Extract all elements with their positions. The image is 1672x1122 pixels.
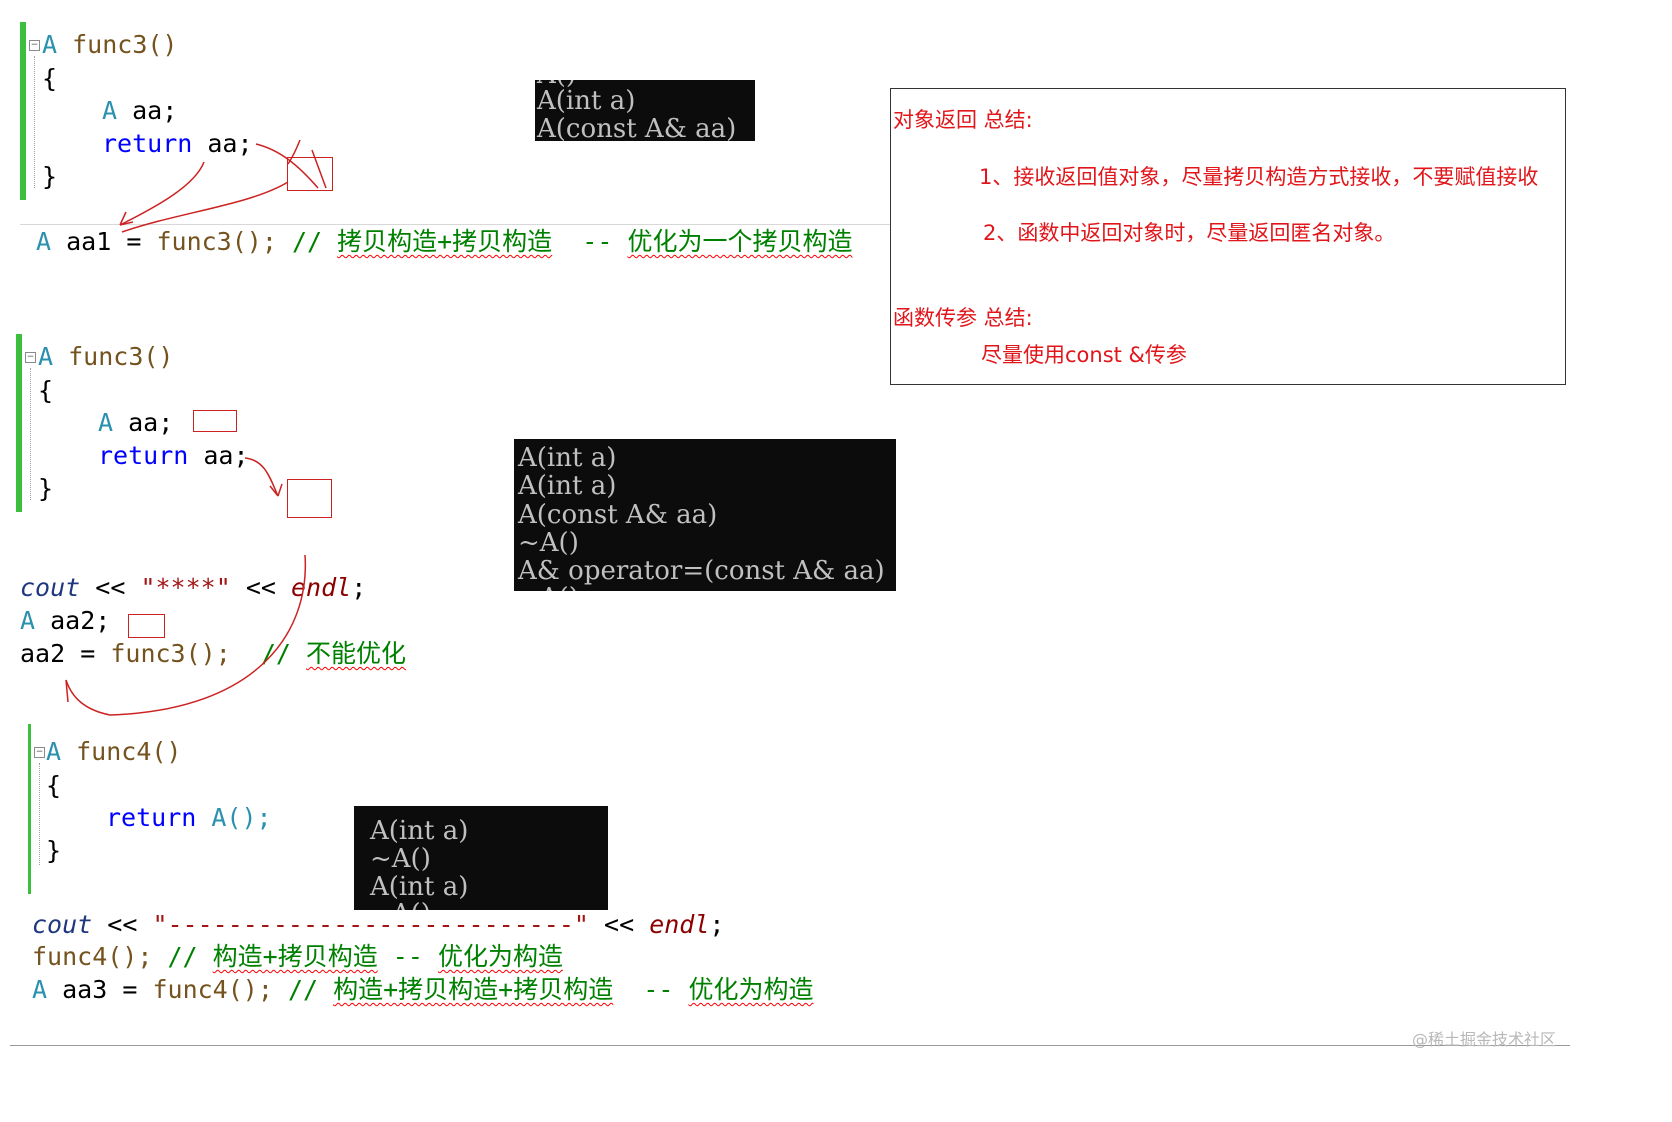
fold-toggle-icon[interactable]: −: [34, 747, 45, 758]
open-brace: {: [42, 64, 58, 93]
return-statement: return aa;: [102, 129, 253, 158]
console-output-3: A(int a) ~A() A(int a) ~A(): [354, 806, 608, 910]
console-line: A(int a): [537, 86, 636, 116]
console-line: A(int a): [370, 872, 469, 902]
close-brace: }: [46, 836, 62, 865]
return-statement: return aa;: [98, 441, 249, 470]
heading-param-summary: 函数传参 总结:: [893, 306, 1033, 330]
console-line: ~A(): [370, 844, 431, 874]
indent-guide: [30, 368, 31, 500]
console-line: ~A(): [518, 583, 579, 591]
arrow-stroke: [269, 483, 283, 497]
console-line: A(const A& aa): [537, 114, 737, 141]
console-line: A(): [537, 80, 576, 90]
local-object-box: [193, 410, 237, 432]
func3-signature: A func3(): [42, 30, 178, 59]
console-output-2: A(int a) A(int a) A(const A& aa) ~A() A&…: [514, 439, 896, 591]
cout-separator-line: cout << "****" << endl;: [20, 573, 367, 602]
cout-separator-line: cout << "---------------------------" <<…: [32, 910, 725, 939]
arrow-stroke: [311, 149, 327, 189]
arrow-stroke: [121, 181, 289, 233]
aa3-initialization: A aa3 = func4(); // 构造+拷贝构造+拷贝构造 -- 优化为构…: [32, 975, 814, 1004]
aa2-object-box: [128, 614, 165, 638]
func3-signature: A func3(): [38, 342, 174, 371]
fold-toggle-icon[interactable]: −: [25, 352, 36, 363]
annotation-arrows-2: [65, 457, 307, 716]
change-bar: [16, 334, 22, 512]
func4-signature: A func4(): [46, 737, 182, 766]
console-line: A& operator=(const A& aa): [518, 556, 885, 586]
separator-line: [20, 224, 905, 225]
arrow-stroke: [119, 161, 205, 226]
arrow-stroke: [119, 211, 134, 226]
change-bar: [20, 22, 26, 200]
aa2-declaration: A aa2;: [20, 606, 111, 635]
copy-temp-box: [287, 479, 332, 518]
bottom-separator: [10, 1045, 1570, 1046]
annotation-arrows-1: [119, 139, 327, 233]
func4-call: func4(); // 构造+拷贝构造 -- 优化为构造: [32, 942, 563, 971]
arrow-stroke: [255, 143, 319, 189]
close-brace: }: [42, 162, 58, 191]
console-line: ~A(): [518, 528, 579, 558]
arrow-stroke: [244, 457, 279, 497]
return-statement: return A();: [106, 803, 272, 832]
summary-note: 对象返回 总结: 1、接收返回值对象，尽量拷贝构造方式接收，不要赋值接收 2、函…: [890, 88, 1566, 385]
console-line: ~A(): [370, 899, 431, 910]
close-brace: }: [38, 474, 54, 503]
console-line: A(int a): [518, 443, 617, 473]
indent-guide: [39, 763, 40, 865]
rule-1: 1、接收返回值对象，尽量拷贝构造方式接收，不要赋值接收: [979, 165, 1539, 189]
console-line: A(int a): [518, 471, 617, 501]
open-brace: {: [46, 771, 62, 800]
local-declaration: A aa;: [102, 96, 178, 125]
open-brace: {: [38, 376, 54, 405]
fold-toggle-icon[interactable]: −: [29, 40, 40, 51]
indent-guide: [34, 56, 35, 188]
watermark: @稀土掘金技术社区: [1412, 1030, 1557, 1049]
change-bar: [28, 724, 31, 894]
local-declaration: A aa;: [98, 408, 174, 437]
rule-3: 尽量使用const &传参: [981, 343, 1187, 367]
aa2-assignment: aa2 = func3(); // 不能优化: [20, 639, 407, 668]
copy-temp-box: [287, 157, 333, 191]
rule-2: 2、函数中返回对象时，尽量返回匿名对象。: [983, 221, 1396, 245]
console-output-1: A() A(int a) A(const A& aa): [535, 80, 755, 141]
arrow-stroke: [65, 679, 69, 703]
arrow-stroke: [287, 139, 301, 165]
console-line: A(int a): [370, 816, 469, 846]
arrow-stroke: [65, 554, 307, 716]
console-line: A(const A& aa): [518, 500, 718, 530]
heading-return-summary: 对象返回 总结:: [893, 108, 1033, 132]
aa1-initialization: A aa1 = func3(); // 拷贝构造+拷贝构造 -- 优化为一个拷贝…: [36, 227, 853, 256]
